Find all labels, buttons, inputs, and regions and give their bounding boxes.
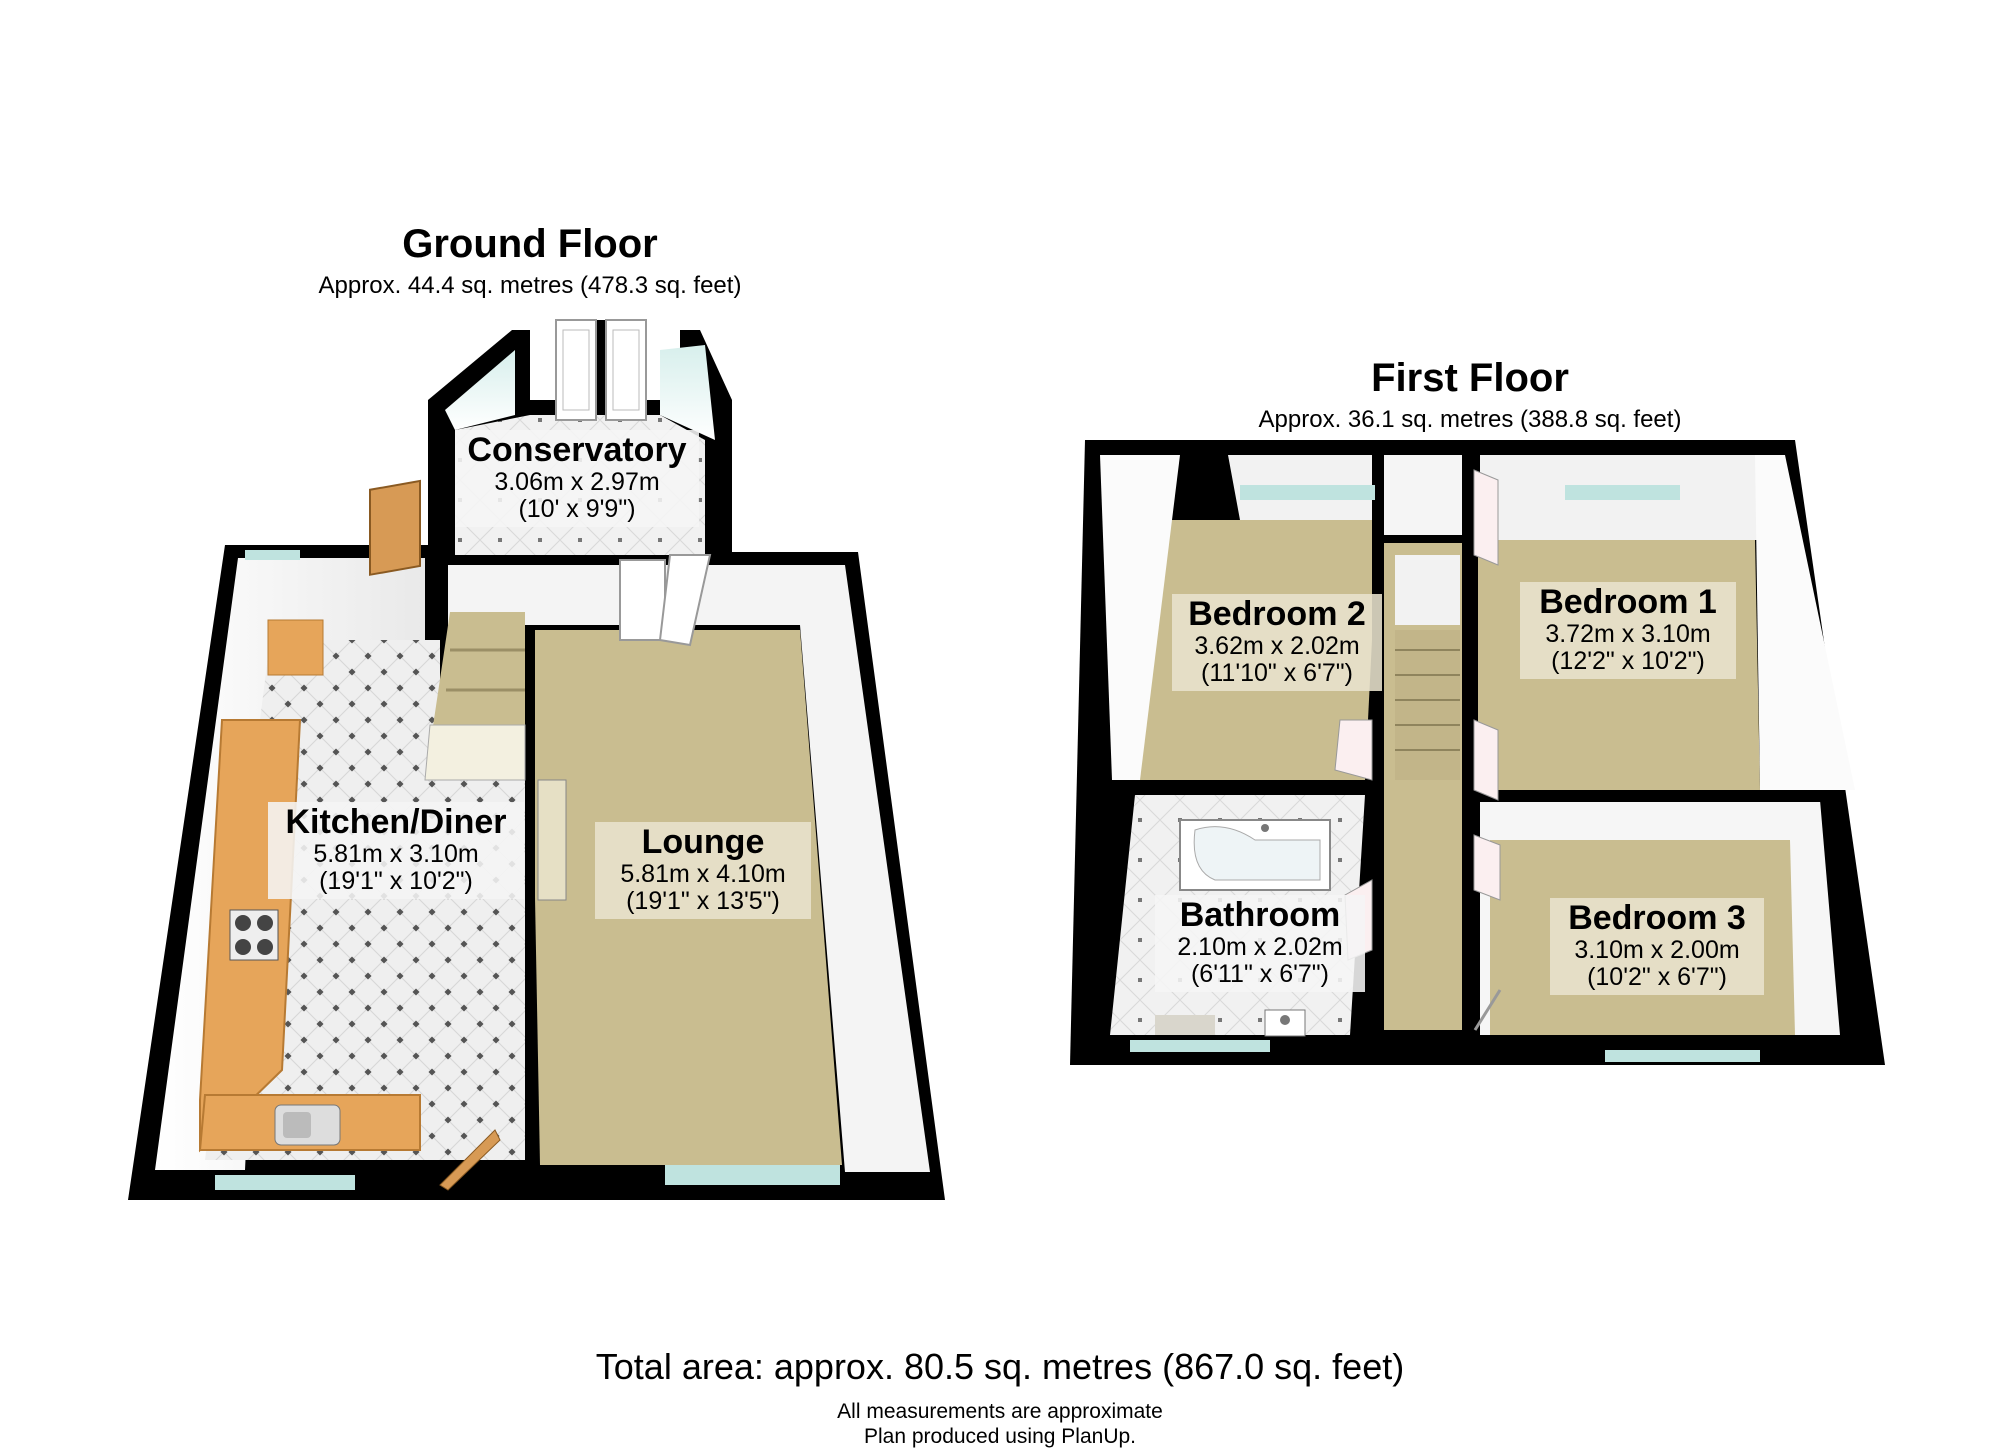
- plan-credit: Plan produced using PlanUp.: [863, 1425, 1136, 1448]
- room-label-kitchen-diner: Kitchen/Diner 5.81m x 3.10m (19'1" x 10'…: [268, 802, 524, 899]
- stairs-icon: [424, 612, 526, 781]
- stairs-icon: [1395, 555, 1460, 780]
- sink-icon: [274, 1104, 341, 1146]
- room-label-bedroom-3: Bedroom 3 3.10m x 2.00m (10'2" x 6'7"): [1550, 898, 1764, 995]
- first-floor-title: First Floor: [1371, 356, 1569, 400]
- room-label-lounge: Lounge 5.81m x 4.10m (19'1" x 13'5"): [595, 822, 811, 919]
- ground-floor-plan: [128, 319, 945, 1200]
- bath-icon: [1179, 819, 1331, 891]
- room-label-bedroom-1: Bedroom 1 3.72m x 3.10m (12'2" x 10'2"): [1520, 582, 1736, 679]
- conservatory-door-icon: [555, 319, 647, 421]
- kitchen-door-icon: [369, 479, 421, 576]
- ground-floor-area: Approx. 44.4 sq. metres (478.3 sq. feet): [318, 272, 742, 299]
- first-floor-area: Approx. 36.1 sq. metres (388.8 sq. feet): [1258, 406, 1682, 433]
- basin-icon: [1264, 1009, 1306, 1037]
- ground-floor-title: Ground Floor: [402, 222, 658, 266]
- window-icon: [1130, 485, 1760, 1062]
- hob-icon: [229, 909, 279, 961]
- room-label-bathroom: Bathroom 2.10m x 2.02m (6'11" x 6'7"): [1155, 895, 1365, 992]
- measurement-disclaimer: All measurements are approximate: [837, 1400, 1163, 1423]
- total-area: Total area: approx. 80.5 sq. metres (867…: [595, 1346, 1405, 1387]
- room-label-conservatory: Conservatory 3.06m x 2.97m (10' x 9'9"): [455, 430, 699, 527]
- room-label-bedroom-2: Bedroom 2 3.62m x 2.02m (11'10" x 6'7"): [1172, 594, 1382, 691]
